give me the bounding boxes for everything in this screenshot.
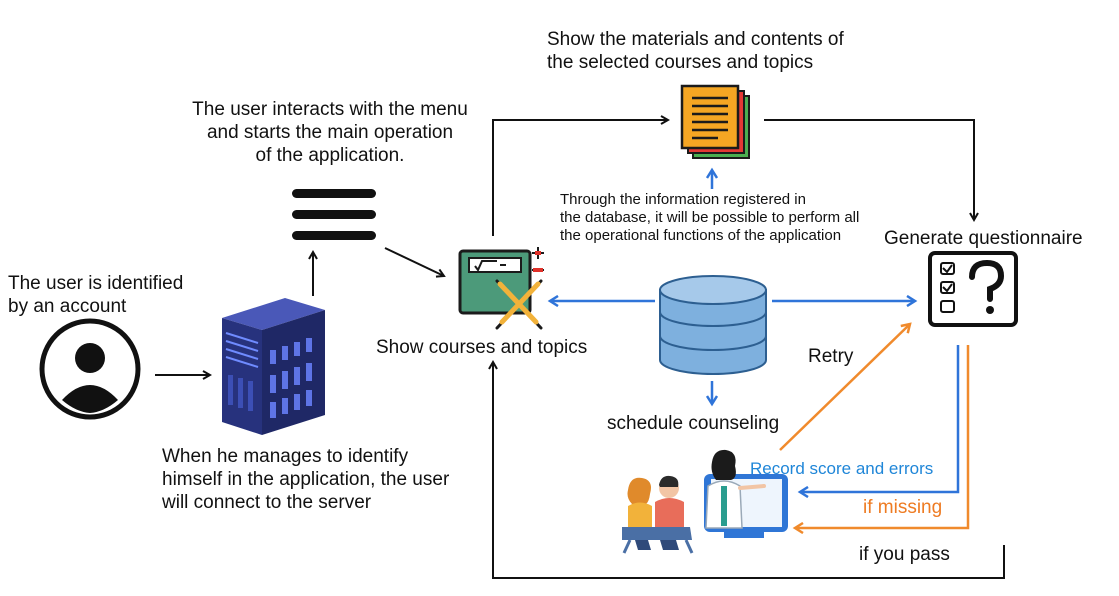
arrow-materials-to-questionnaire: [764, 119, 974, 220]
arrow-if-missing: [795, 345, 970, 528]
label-show-materials: Show the materials and contents of the s…: [547, 29, 844, 73]
arrow-courses-to-materials: [492, 120, 668, 236]
label-if-you-pass: if you pass: [859, 544, 950, 565]
label-user-identified: The user is identified by an account: [8, 273, 184, 317]
arrow-retry: [779, 324, 910, 451]
label-show-courses: Show courses and topics: [376, 337, 588, 358]
label-connect-server: When he manages to identify himself in t…: [162, 446, 450, 513]
arrow-menu-to-courses: [384, 247, 444, 276]
label-retry: Retry: [808, 346, 854, 367]
label-record-score: Record score and errors: [750, 459, 934, 478]
label-if-missing: if missing: [863, 497, 943, 518]
arrow-record-score: [800, 345, 960, 492]
label-schedule-counseling: schedule counseling: [607, 413, 780, 434]
label-user-interacts: The user interacts with the menu and sta…: [192, 99, 468, 166]
label-through-info: Through the information registered in th…: [560, 191, 860, 244]
label-generate-questionnaire: Generate questionnaire: [884, 228, 1083, 249]
arrow-pass-to-courses: [493, 362, 1005, 579]
